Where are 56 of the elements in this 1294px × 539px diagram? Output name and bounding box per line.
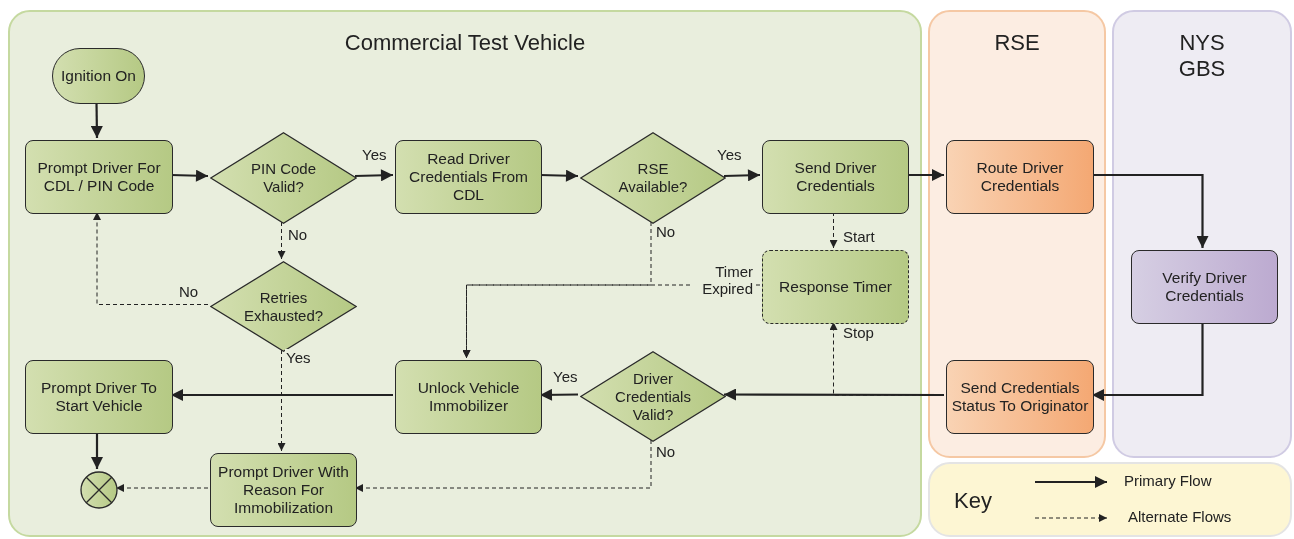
edge-label: Timer Expired — [690, 263, 754, 297]
dashed-arrow — [93, 211, 209, 305]
swimlane — [1112, 10, 1292, 458]
node-label: Read Driver Credentials From CDL — [408, 150, 529, 204]
terminal-box — [52, 48, 145, 104]
dashed-arrow — [354, 439, 652, 492]
dashed-arrow — [277, 349, 286, 452]
node-label: Unlock Vehicle Immobilizer — [416, 379, 521, 415]
lane-title: Commercial Test Vehicle — [343, 30, 587, 56]
dashed-arrow — [115, 484, 209, 492]
process-box — [395, 140, 542, 214]
node-label: Route Driver Credentials — [975, 159, 1065, 195]
arrow — [539, 169, 579, 182]
lane-title: RSE — [993, 30, 1041, 56]
process-box — [946, 140, 1094, 214]
process-box — [1131, 250, 1278, 324]
process-box — [395, 360, 542, 434]
arrow — [723, 169, 761, 182]
process-box — [25, 140, 173, 214]
arrow — [90, 102, 103, 138]
node-label: Prompt Driver To Start Vehicle — [40, 379, 158, 415]
arrow — [724, 388, 944, 401]
node-label: PIN Code Valid? — [249, 160, 317, 196]
lane-title: NYS GBS — [1177, 30, 1227, 82]
legend-panel — [928, 462, 1292, 537]
timer-box — [762, 250, 909, 324]
arrow — [1092, 173, 1209, 248]
dashed-arrow — [277, 221, 286, 260]
node-label: Prompt Driver For CDL / PIN Code — [36, 159, 162, 195]
arrow — [354, 169, 394, 182]
node-label: Send Credentials Status To Originator — [950, 379, 1090, 415]
node-label: Prompt Driver With Reason For Immobilization — [217, 463, 350, 517]
dashed-arrow — [829, 211, 838, 249]
node-label: Verify Driver Credentials — [1161, 269, 1248, 305]
arrow — [170, 169, 209, 182]
process-box — [946, 360, 1094, 434]
legend-label: Primary Flow — [1124, 472, 1212, 489]
edge-label: Yes — [285, 349, 312, 366]
arrow — [907, 169, 944, 181]
node-label: RSE Available? — [617, 160, 689, 196]
swimlane — [928, 10, 1106, 458]
node-label: Ignition On — [60, 67, 137, 85]
arrow — [171, 389, 393, 401]
node-label: Send Driver Credentials — [793, 159, 878, 195]
node-label: Response Timer — [778, 278, 893, 296]
swimlane — [8, 10, 922, 537]
node-label: Driver Credentials Valid? — [614, 369, 692, 424]
arrow — [540, 388, 578, 401]
legend-title: Key — [954, 488, 992, 514]
process-box — [25, 360, 173, 434]
node-label: Retries Exhausted? — [242, 288, 325, 325]
process-box — [210, 453, 357, 527]
legend-label: Alternate Flows — [1128, 508, 1232, 525]
process-box — [762, 140, 909, 214]
arrow — [91, 432, 103, 469]
arrow — [1092, 322, 1204, 401]
